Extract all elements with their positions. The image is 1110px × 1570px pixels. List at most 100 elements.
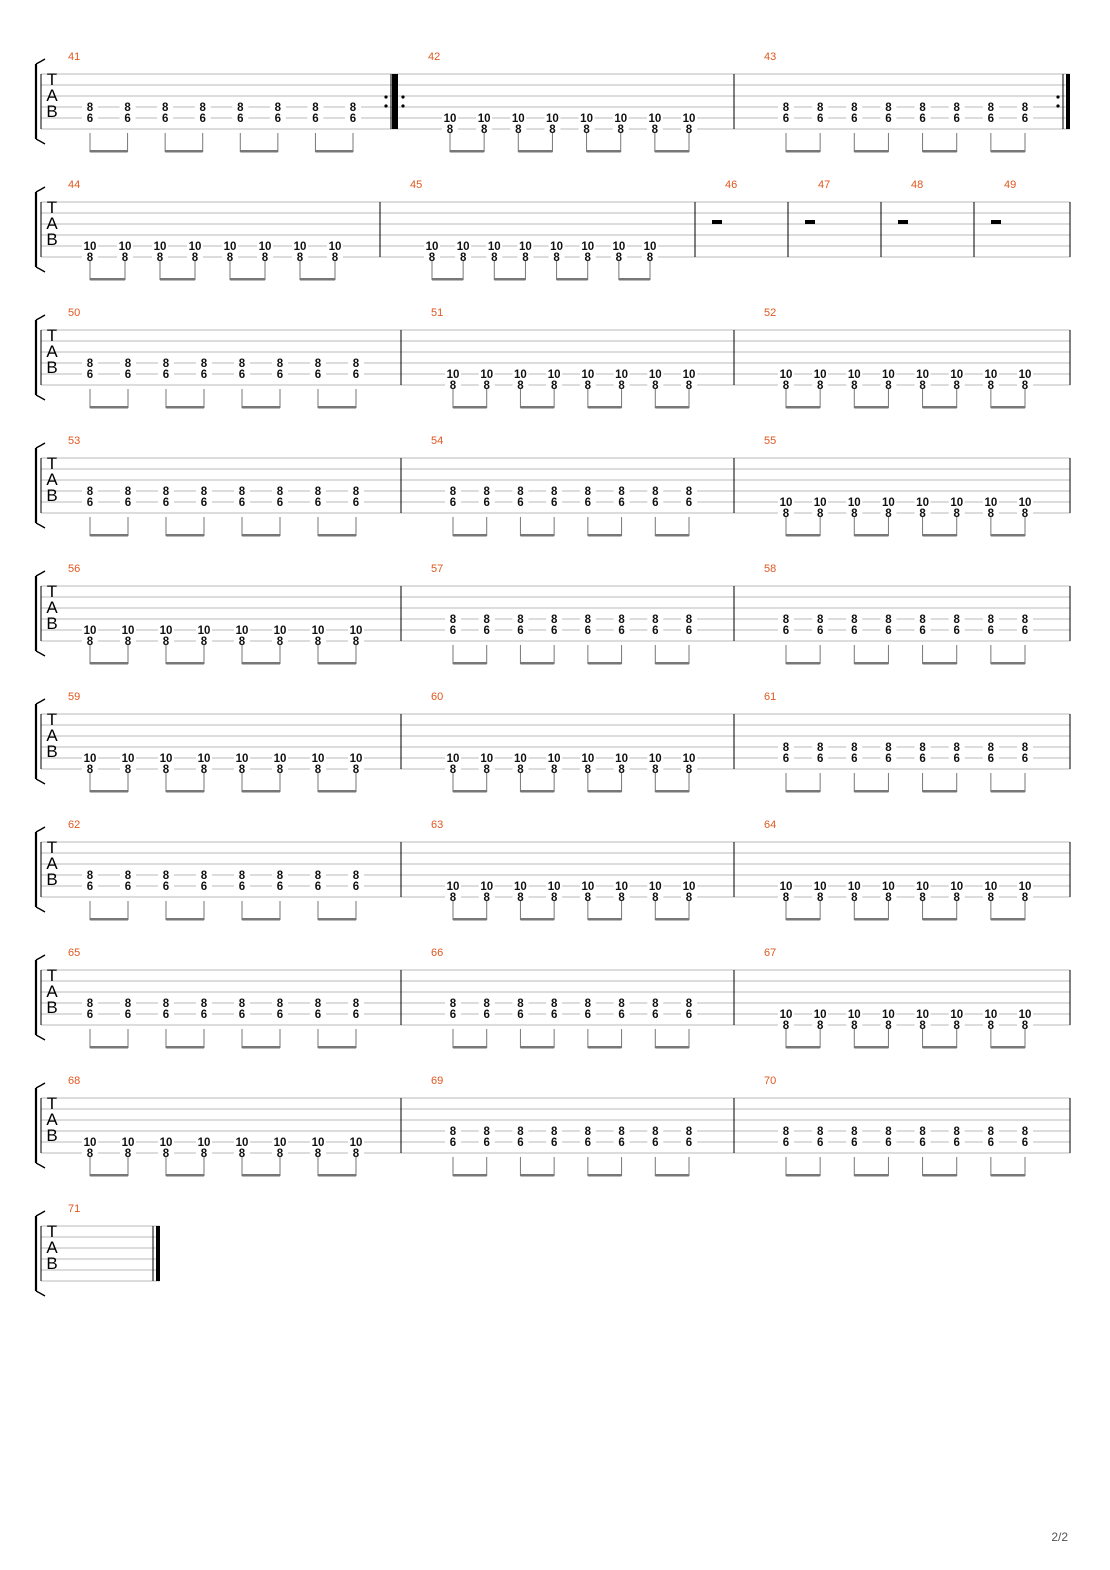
- fret-number: 10: [780, 369, 793, 381]
- fret-knockout: [120, 763, 136, 774]
- beam: [786, 534, 821, 537]
- fret-number: 6: [988, 1137, 994, 1149]
- fret-number: 8: [125, 998, 132, 1010]
- measure-number: 46: [725, 179, 737, 191]
- beam: [90, 1174, 128, 1177]
- fret-number: 10: [916, 881, 929, 893]
- fret-number: 10: [480, 881, 493, 893]
- fret-number: 6: [484, 1009, 490, 1021]
- measure-number: 56: [68, 563, 80, 575]
- fret-knockout: [478, 368, 495, 379]
- fret-knockout: [512, 752, 529, 763]
- fret-knockout: [613, 613, 630, 624]
- beam: [922, 1174, 957, 1177]
- fret-knockout: [613, 624, 630, 635]
- fret-knockout: [478, 624, 495, 635]
- fret-number: 8: [954, 892, 961, 904]
- fret-knockout: [455, 251, 472, 262]
- fret-knockout: [82, 240, 98, 251]
- tab-chord: 86: [120, 485, 136, 536]
- fret-number: 6: [551, 1137, 557, 1149]
- fret-knockout: [1017, 624, 1033, 635]
- fret-number: 8: [549, 124, 556, 136]
- fret-number: 6: [353, 369, 359, 381]
- fret-knockout: [613, 379, 630, 390]
- system-bracket-bottom-hook: [35, 522, 46, 529]
- fret-number: 8: [239, 764, 246, 776]
- fret-number: 8: [312, 102, 319, 114]
- tab-clef-letter: T: [47, 710, 57, 729]
- fret-knockout: [948, 613, 965, 624]
- fret-knockout: [292, 251, 308, 262]
- fret-knockout: [613, 752, 630, 763]
- fret-number: 10: [581, 369, 594, 381]
- fret-number: 6: [954, 625, 960, 637]
- measure-number: 53: [68, 435, 80, 447]
- tab-chord: 86: [82, 997, 98, 1048]
- fret-knockout: [613, 1008, 630, 1019]
- beam: [990, 1046, 1025, 1049]
- system-bracket-bottom-hook: [35, 1034, 46, 1041]
- fret-number: 10: [514, 753, 527, 765]
- fret-knockout: [234, 485, 250, 496]
- fret-knockout: [982, 1019, 999, 1030]
- tab-clef: TAB: [46, 1094, 58, 1145]
- fret-knockout: [158, 624, 174, 635]
- fret-knockout: [579, 763, 596, 774]
- fret-number: 8: [201, 1148, 208, 1160]
- fret-number: 6: [517, 497, 523, 509]
- beam: [166, 662, 204, 665]
- tab-chord: 86: [546, 613, 563, 664]
- fret-knockout: [1017, 379, 1033, 390]
- fret-number: 8: [551, 892, 558, 904]
- fret-knockout: [880, 507, 897, 518]
- fret-number: 8: [885, 1126, 892, 1138]
- fret-number: 8: [1022, 1126, 1029, 1138]
- fret-number: 10: [84, 625, 97, 637]
- tab-system: TAB4410810810810810810810810845108108108…: [34, 179, 1071, 281]
- fret-number: 8: [618, 1126, 625, 1138]
- fret-number: 8: [585, 764, 592, 776]
- fret-knockout: [272, 869, 288, 880]
- fret-knockout: [579, 251, 596, 262]
- repeat-dot: [1056, 104, 1060, 108]
- fret-number: 8: [652, 486, 659, 498]
- beam: [586, 150, 621, 153]
- tab-chord: 108: [948, 1008, 965, 1048]
- fret-knockout: [196, 368, 212, 379]
- fret-number: 6: [585, 1137, 591, 1149]
- tab-chord: 108: [152, 240, 168, 280]
- fret-number: 8: [553, 252, 560, 264]
- measure-number: 59: [68, 691, 80, 703]
- tab-chord: 86: [158, 997, 174, 1048]
- fret-knockout: [307, 101, 324, 112]
- fret-number: 6: [163, 497, 169, 509]
- fret-knockout: [82, 635, 98, 646]
- fret-knockout: [914, 741, 931, 752]
- fret-knockout: [257, 251, 273, 262]
- beam: [520, 1174, 555, 1177]
- fret-number: 8: [201, 636, 208, 648]
- fret-knockout: [948, 379, 965, 390]
- measure-number: 70: [764, 1075, 776, 1087]
- fret-number: 6: [125, 881, 131, 893]
- beam: [520, 406, 555, 409]
- fret-number: 8: [517, 998, 524, 1010]
- fret-number: 8: [484, 1126, 491, 1138]
- fret-number: 8: [353, 358, 360, 370]
- fret-knockout: [257, 240, 273, 251]
- fret-knockout: [158, 869, 174, 880]
- fret-knockout: [512, 368, 529, 379]
- fret-number: 8: [885, 508, 892, 520]
- fret-knockout: [445, 613, 461, 624]
- fret-number: 10: [480, 369, 493, 381]
- tab-chord: 86: [647, 1125, 664, 1176]
- fret-knockout: [846, 1125, 863, 1136]
- fret-number: 8: [551, 764, 558, 776]
- fret-number: 10: [612, 241, 625, 253]
- tab-clef: TAB: [46, 454, 58, 505]
